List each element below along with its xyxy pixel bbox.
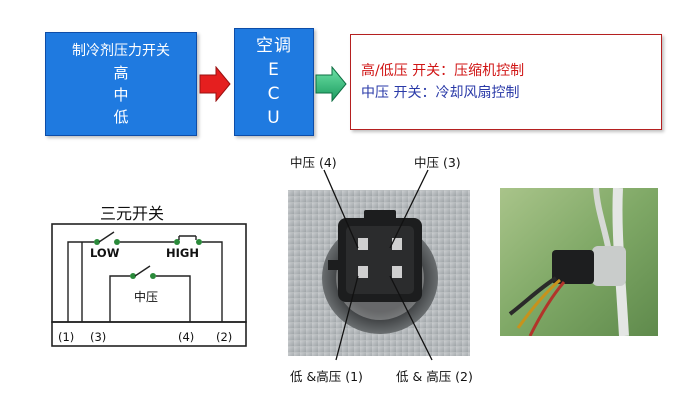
mid-contact-right bbox=[150, 273, 156, 279]
low-contact-left bbox=[94, 239, 100, 245]
mid-contact-left bbox=[130, 273, 136, 279]
label-mid-3: 中压 (3) bbox=[414, 155, 461, 170]
ecu-line-c: C bbox=[267, 84, 281, 104]
connector-latch bbox=[364, 210, 396, 220]
desc-line-compressor: 高/低压 开关：压缩机控制 bbox=[361, 63, 525, 79]
control-description-box: 高/低压 开关：压缩机控制 中压 开关：冷却风扇控制 bbox=[350, 34, 662, 130]
label-lowhigh-2: 低 & 高压 (2) bbox=[396, 369, 473, 384]
high-label: HIGH bbox=[166, 246, 199, 260]
pin-1 bbox=[358, 266, 368, 278]
low-switch-blade bbox=[98, 231, 115, 243]
level-high: 高 bbox=[113, 64, 129, 82]
plug-housing bbox=[552, 250, 594, 284]
mid-pressure-label: 中压 bbox=[134, 290, 159, 304]
pin-2-label: (2) bbox=[216, 330, 233, 344]
desc-line-fan: 中压 开关：冷却风扇控制 bbox=[361, 85, 520, 101]
schematic-frame bbox=[51, 223, 247, 323]
pin-2 bbox=[392, 266, 402, 278]
pin-3 bbox=[392, 238, 402, 250]
high-contact-right bbox=[196, 239, 202, 245]
connector-photo bbox=[288, 190, 470, 356]
ecu-line-ac: 空调 bbox=[256, 36, 292, 56]
label-mid-4: 中压 (4) bbox=[290, 155, 337, 170]
pressure-switch-box: 制冷剂压力开关 高 中 低 bbox=[45, 32, 197, 136]
red-arrow-icon bbox=[199, 66, 231, 102]
sensor-body bbox=[592, 246, 626, 286]
ac-ecu-box: 空调 E C U bbox=[234, 28, 314, 136]
level-mid: 中 bbox=[113, 86, 129, 104]
low-contact-right bbox=[114, 239, 120, 245]
pin-bar bbox=[51, 321, 247, 347]
pin-1-label: (1) bbox=[58, 330, 75, 344]
label-lowhigh-1: 低 &高压 (1) bbox=[290, 369, 363, 384]
installed-sensor-photo bbox=[500, 188, 658, 336]
level-low: 低 bbox=[113, 108, 129, 126]
triple-switch-schematic bbox=[51, 223, 247, 347]
pin-4 bbox=[358, 238, 368, 250]
ecu-line-u: U bbox=[267, 108, 281, 128]
pressure-switch-title: 制冷剂压力开关 bbox=[72, 43, 170, 59]
pin-3-label: (3) bbox=[90, 330, 107, 344]
green-arrow-icon bbox=[315, 66, 347, 102]
pin-4-label: (4) bbox=[178, 330, 195, 344]
high-contact-left bbox=[174, 239, 180, 245]
low-label: LOW bbox=[90, 246, 120, 260]
mid-switch-blade bbox=[134, 265, 151, 277]
ecu-line-e: E bbox=[268, 60, 280, 80]
connector-leader-lines bbox=[323, 169, 433, 361]
triple-switch-title: 三元开关 bbox=[100, 204, 165, 223]
